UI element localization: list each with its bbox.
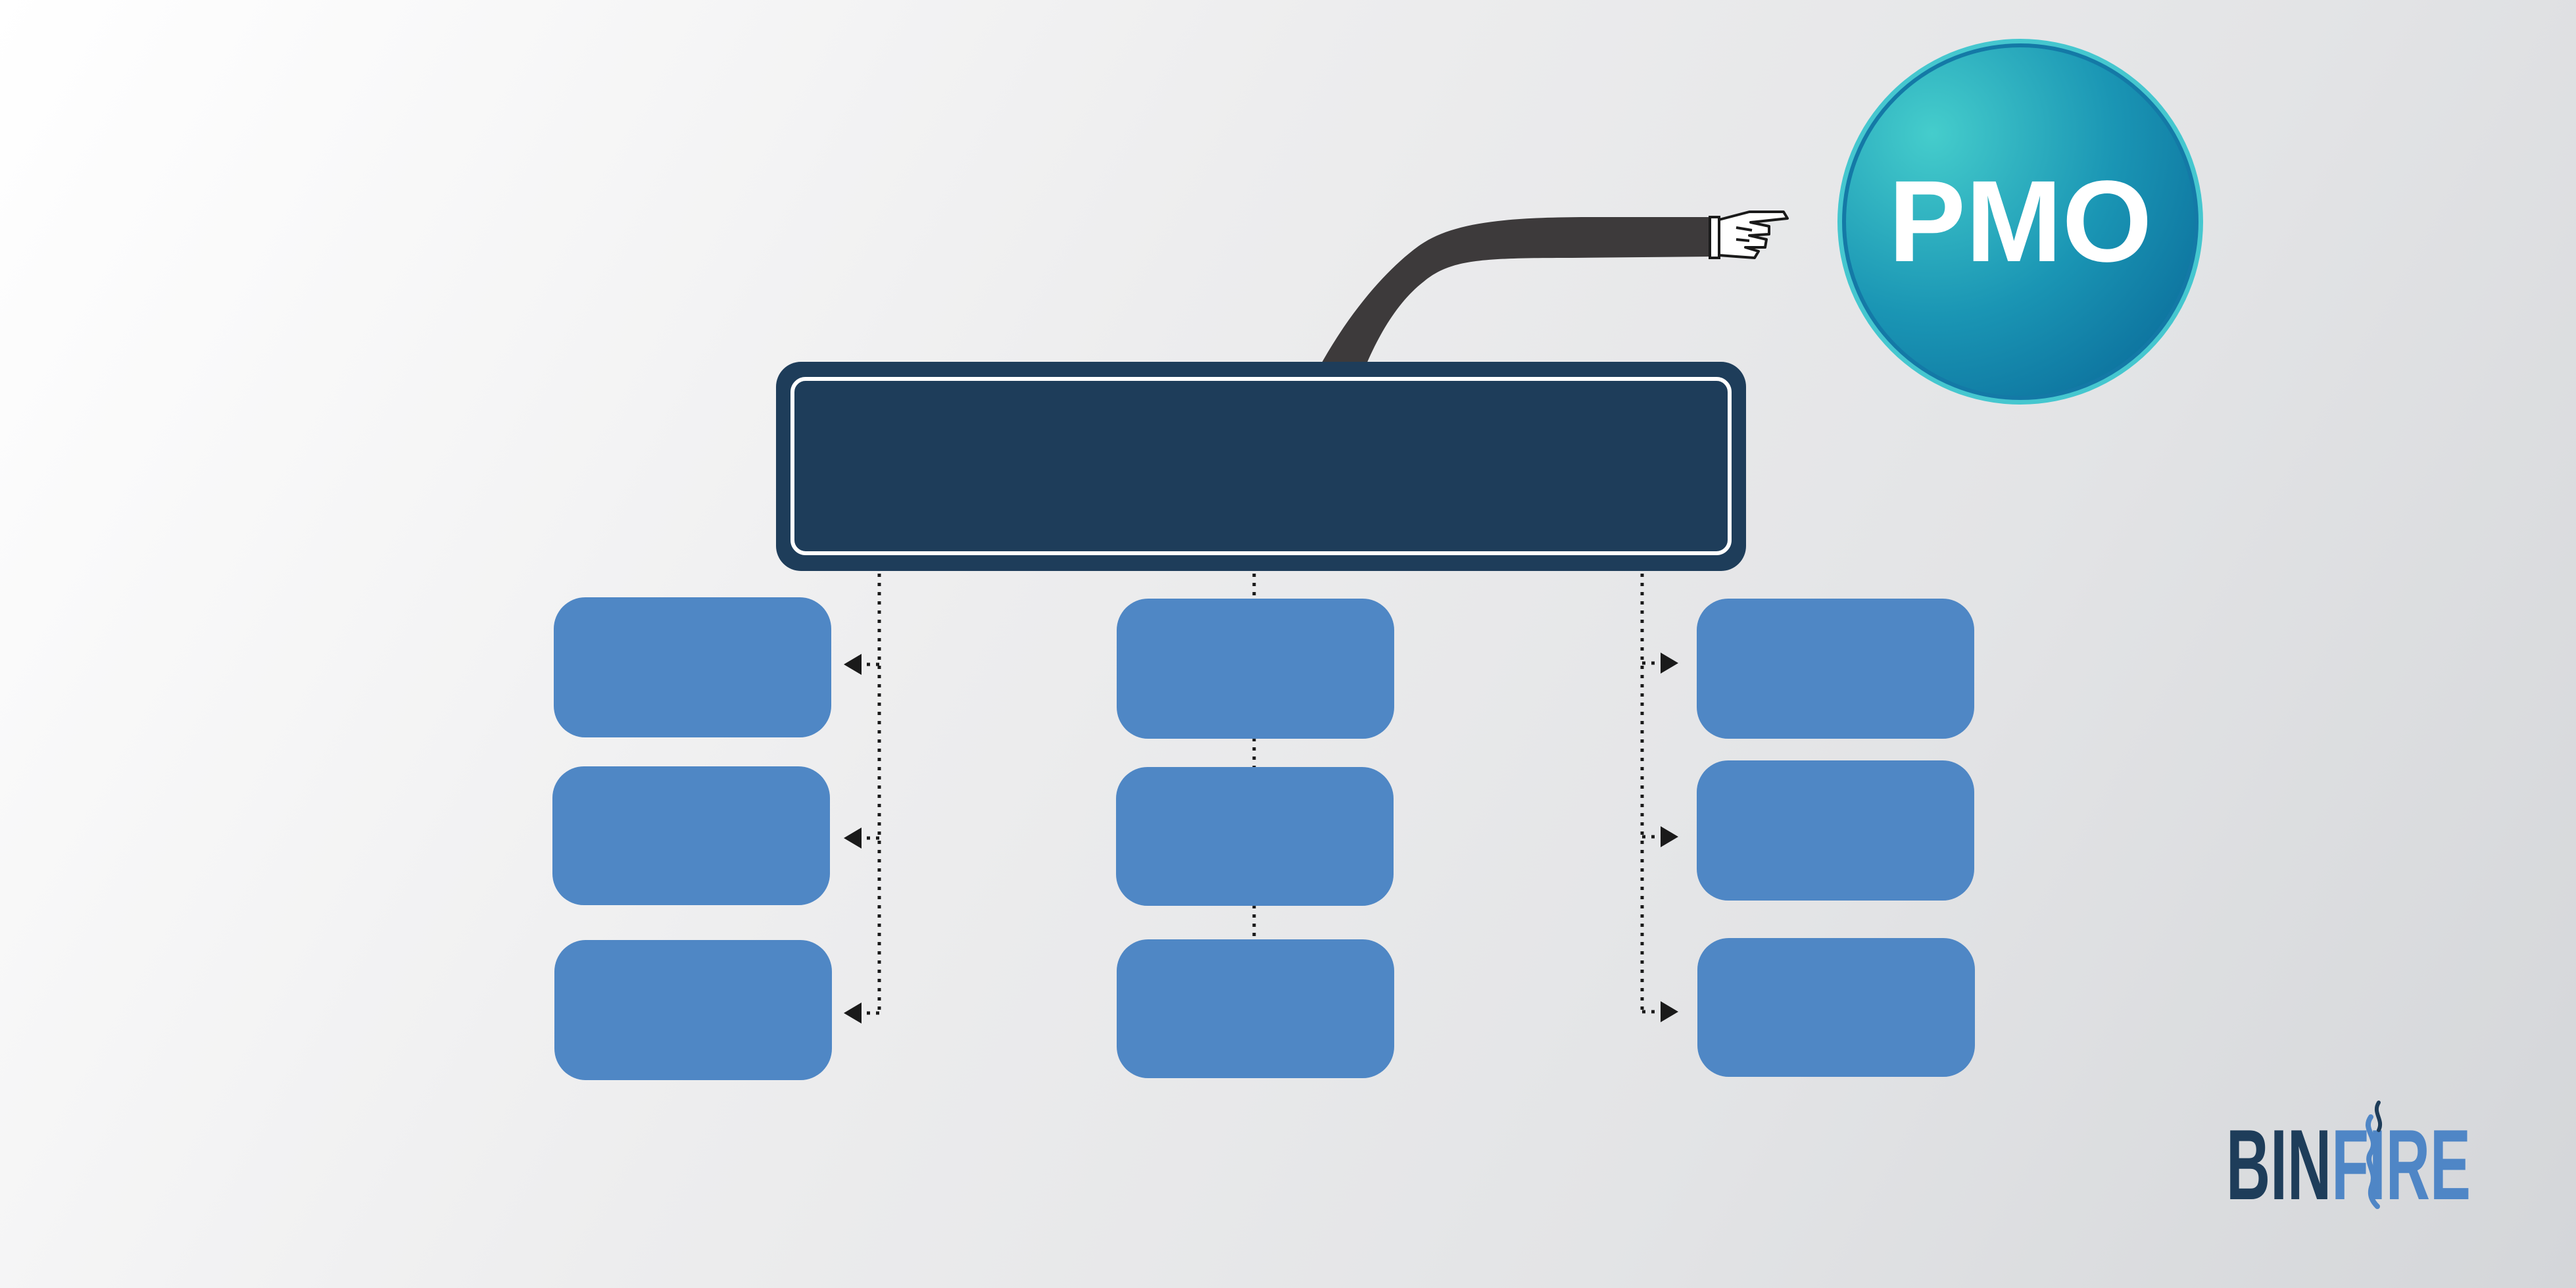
connector-lines <box>858 574 1661 1015</box>
right-box-3[interactable] <box>1697 938 1975 1077</box>
flame-icon <box>2366 1101 2382 1209</box>
right-box-1[interactable] <box>1697 599 1974 739</box>
arrowheads <box>844 653 1678 1024</box>
left-box-2[interactable] <box>552 766 830 905</box>
left-box-3[interactable] <box>554 940 832 1080</box>
center-box-2[interactable] <box>1116 767 1394 906</box>
pointing-hand-icon <box>1718 211 1789 259</box>
right-box-2[interactable] <box>1697 760 1974 901</box>
arrow-right-icon <box>1661 653 1678 674</box>
pmo-badge-label: PMO <box>1889 157 2152 286</box>
arrow-left-icon <box>844 828 862 849</box>
binfire-logo: BINFIRE <box>2226 1101 2471 1216</box>
left-column <box>552 597 832 1080</box>
arrow-left-icon <box>844 654 862 675</box>
arm-sleeve <box>1319 217 1713 368</box>
left-box-1[interactable] <box>554 597 831 737</box>
center-box-1[interactable] <box>1117 599 1394 739</box>
arrow-left-icon <box>844 1003 862 1024</box>
center-box-3[interactable] <box>1117 939 1394 1078</box>
center-column <box>1116 599 1394 1078</box>
pointing-arm <box>1319 211 1789 368</box>
pmo-badge[interactable]: PMO <box>1837 39 2203 405</box>
header-box[interactable] <box>776 362 1746 571</box>
arm-cuff <box>1709 216 1720 259</box>
arrow-right-icon <box>1661 1001 1678 1022</box>
right-column <box>1697 599 1975 1077</box>
logo-wordmark: BINFIRE <box>2226 1109 2471 1216</box>
arrow-right-icon <box>1661 826 1678 847</box>
